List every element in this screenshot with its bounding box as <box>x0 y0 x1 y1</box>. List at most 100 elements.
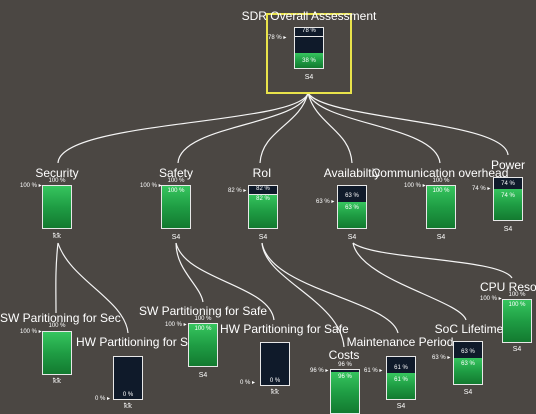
root-gauge[interactable]: 78 % 38 % <box>294 27 324 69</box>
node-swsafe-top: 100 % <box>194 316 212 322</box>
node-power-label: Power <box>490 158 526 172</box>
link-avail-soc <box>352 242 467 321</box>
root-fill <box>295 52 323 68</box>
node-maintenance-state: S4 <box>396 403 406 410</box>
node-power-top: 74 % <box>501 181 515 187</box>
node-costs-mid: 96 % <box>338 374 352 380</box>
node-security-state: ꝁꝁ <box>52 233 62 240</box>
link-security-swsec <box>55 242 59 314</box>
node-soc-value: 63 % <box>432 355 450 362</box>
node-communication-fill <box>427 186 455 228</box>
node-soc-top: 63 % <box>461 349 475 355</box>
node-swsafe-state: S4 <box>198 372 208 379</box>
link-root-roi <box>259 92 309 164</box>
link-roi-costs <box>261 242 345 348</box>
node-safety-top: 100 % <box>167 178 185 184</box>
node-swsafe-value: 100 % <box>165 322 187 329</box>
node-maintenance-gauge[interactable]: 61 % 61 % <box>386 356 416 400</box>
root-value: 78 % <box>268 35 286 42</box>
node-swsafe-label: SW Partitioning for Safe <box>138 304 268 318</box>
node-availability-value: 63 % <box>316 199 334 206</box>
node-hwsafe-state: ꝁꝁ <box>270 389 280 396</box>
node-safety-fill <box>162 186 190 228</box>
node-roi-top: 82 % <box>249 186 277 195</box>
root-mid-pct: 38 % <box>302 58 316 64</box>
node-safety-mid: 100 % <box>167 188 185 194</box>
node-swsec-fill <box>43 332 71 374</box>
node-roi-state: S4 <box>258 234 268 241</box>
link-safety-swsafe <box>175 242 204 303</box>
node-communication-label: Communication overhead <box>371 166 509 180</box>
node-security-fill <box>43 186 71 228</box>
node-availability-top: 63 % <box>345 193 359 199</box>
node-availability-fill <box>338 201 366 228</box>
node-hwsafe-gauge[interactable]: 0 % <box>260 342 290 386</box>
node-cpu-mid: 100 % <box>508 302 526 308</box>
node-availability-gauge[interactable]: 63 % 63 % <box>337 185 367 229</box>
node-availability-mid: 63 % <box>345 205 359 211</box>
node-swsec-label: SW Paritioning for Sec <box>0 311 121 325</box>
node-costs-value: 96 % <box>310 368 328 375</box>
node-costs-label: Costs <box>328 348 360 362</box>
node-safety-state: S4 <box>171 234 181 241</box>
node-security-gauge[interactable] <box>42 185 72 229</box>
node-communication-state: S4 <box>436 234 446 241</box>
node-hwsec-mid: 0 % <box>122 392 134 398</box>
node-roi-fill <box>249 193 277 228</box>
node-cpu-state: S4 <box>512 346 522 353</box>
node-power-fill <box>494 188 522 220</box>
node-roi-mid: 82 % <box>256 196 270 202</box>
node-cpu-top: 100 % <box>508 292 526 298</box>
root-title: SDR Overall Assessment <box>241 9 377 23</box>
node-hwsec-value: 0 % <box>95 396 110 403</box>
node-hwsafe-value: 0 % <box>240 380 255 387</box>
selection-highlight <box>266 13 352 94</box>
node-swsafe-gauge[interactable]: 100 % <box>188 323 218 367</box>
node-swsec-top: 100 % <box>48 323 66 329</box>
link-root-security <box>57 92 309 164</box>
link-root-availability <box>307 92 353 164</box>
node-swsafe-fill <box>189 324 217 366</box>
node-security-top: 100 % <box>48 178 66 184</box>
node-availability-state: S4 <box>347 234 357 241</box>
node-soc-state: S4 <box>463 389 473 396</box>
node-swsec-state: ꝁꝁ <box>52 378 62 385</box>
node-hwsafe-mid: 0 % <box>269 378 281 384</box>
node-communication-gauge[interactable]: 100 % <box>426 185 456 229</box>
node-hwsec-state: ꝁꝁ <box>123 403 133 410</box>
node-roi-value: 82 % <box>228 188 246 195</box>
link-root-communication <box>307 92 441 164</box>
node-power-gauge[interactable]: 74 % 74 % <box>493 177 523 221</box>
node-hwsafe-label: HW Partitioning for Safe <box>220 322 349 336</box>
node-hwsec-gauge[interactable]: 0 % <box>113 356 143 400</box>
link-root-safety <box>177 92 309 164</box>
link-root-power <box>307 92 509 156</box>
root-top-pct: 78 % <box>295 28 323 37</box>
node-communication-top: 100 % <box>432 178 450 184</box>
node-communication-mid: 100 % <box>432 188 450 194</box>
node-roi-label: RoI <box>252 166 272 180</box>
node-swsec-gauge[interactable] <box>42 331 72 375</box>
node-power-value: 74 % <box>472 186 490 193</box>
node-soc-label: SoC Lifetime <box>434 322 504 336</box>
node-safety-gauge[interactable]: 100 % <box>161 185 191 229</box>
node-cpu-label: CPU Reso <box>480 280 536 294</box>
node-costs-gauge[interactable]: 96 % <box>330 369 360 414</box>
node-cpu-gauge[interactable]: 100 % <box>502 299 532 343</box>
root-state: S4 <box>304 74 314 81</box>
node-soc-gauge[interactable]: 63 % 63 % <box>453 341 483 385</box>
link-avail-cpu <box>352 242 513 279</box>
node-costs-fill <box>331 371 359 413</box>
node-maintenance-label: Maintenance Period <box>346 335 454 349</box>
node-costs-top: 96 % <box>338 362 352 368</box>
node-availability-label: Availabiltiy <box>323 166 381 180</box>
node-roi-gauge[interactable]: 82 % 82 % <box>248 185 278 229</box>
link-security-hwsec <box>57 242 129 334</box>
node-maintenance-mid: 61 % <box>394 377 408 383</box>
node-swsafe-mid: 100 % <box>194 326 212 332</box>
node-power-mid: 74 % <box>501 193 515 199</box>
node-cpu-fill <box>503 300 531 342</box>
link-roi-maintenance <box>261 242 399 334</box>
node-power-state: S4 <box>503 226 513 233</box>
